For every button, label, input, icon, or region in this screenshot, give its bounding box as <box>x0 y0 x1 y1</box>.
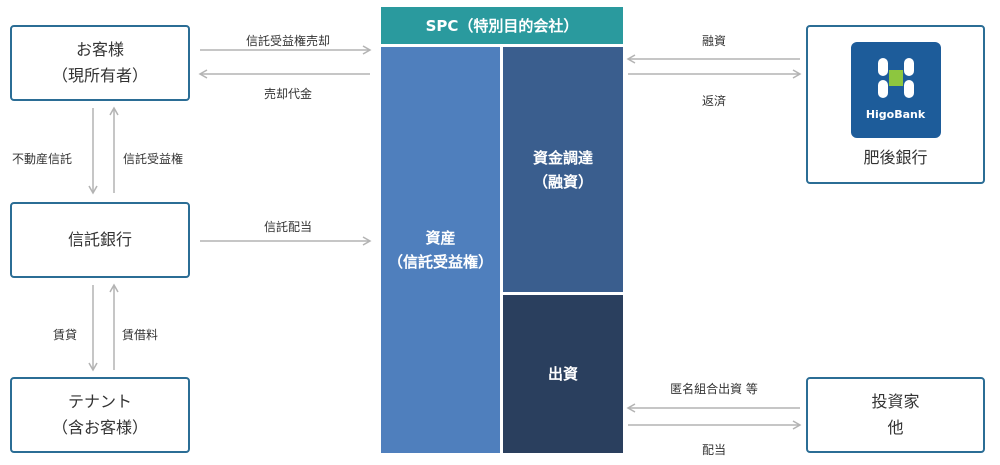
higobank-logo: HigoBank <box>850 41 941 138</box>
investors-line2: 他 <box>887 418 904 437</box>
higo-bank-box: HigoBank 肥後銀行 <box>806 25 985 184</box>
investors-line1: 投資家 <box>871 392 920 411</box>
financing-line2: （融資） <box>532 172 593 191</box>
spc-title: SPC（特別目的会社） <box>381 7 623 44</box>
higo-bank-name: 肥後銀行 <box>863 147 928 167</box>
financing-line1: 資金調達 <box>532 148 593 167</box>
tenant-line1: テナント <box>67 392 132 411</box>
equity-label: 出資 <box>547 365 578 383</box>
logo-text: HigoBank <box>865 107 926 121</box>
label-repayment: 返済 <box>701 94 727 108</box>
label-lease: 賃貸 <box>53 328 78 342</box>
spc-financing-block: 資金調達 （融資） <box>503 47 623 292</box>
label-trust-beneficial-right: 信託受益権 <box>123 152 184 166</box>
trust-bank-label: 信託銀行 <box>67 230 132 249</box>
label-trust-dividend: 信託配当 <box>263 220 313 234</box>
trust-bank-box: 信託銀行 <box>10 202 190 278</box>
label-dividend: 配当 <box>701 443 727 457</box>
label-real-estate-trust: 不動産信託 <box>12 152 73 166</box>
label-trust-beneficial-sale: 信託受益権売却 <box>245 34 331 48</box>
customer-line2: （現所有者） <box>51 66 148 85</box>
spc-equity-block: 出資 <box>503 295 623 453</box>
assets-line1: 資産 <box>425 229 456 247</box>
tenant-box: テナント （含お客様） <box>10 377 190 453</box>
label-tk-investment: 匿名組合出資 等 <box>670 382 758 396</box>
label-loan: 融資 <box>701 34 727 48</box>
investors-box: 投資家 他 <box>806 377 985 453</box>
label-sale-proceeds: 売却代金 <box>263 87 313 101</box>
customer-line1: お客様 <box>75 40 124 59</box>
h-logo-icon <box>877 57 914 98</box>
tenant-line2: （含お客様） <box>51 418 148 437</box>
spc-assets-block: 資産 （信託受益権） <box>381 47 500 453</box>
customer-box: お客様 （現所有者） <box>10 25 190 101</box>
label-rent: 賃借料 <box>122 328 159 342</box>
assets-line2: （信託受益権） <box>387 253 493 271</box>
